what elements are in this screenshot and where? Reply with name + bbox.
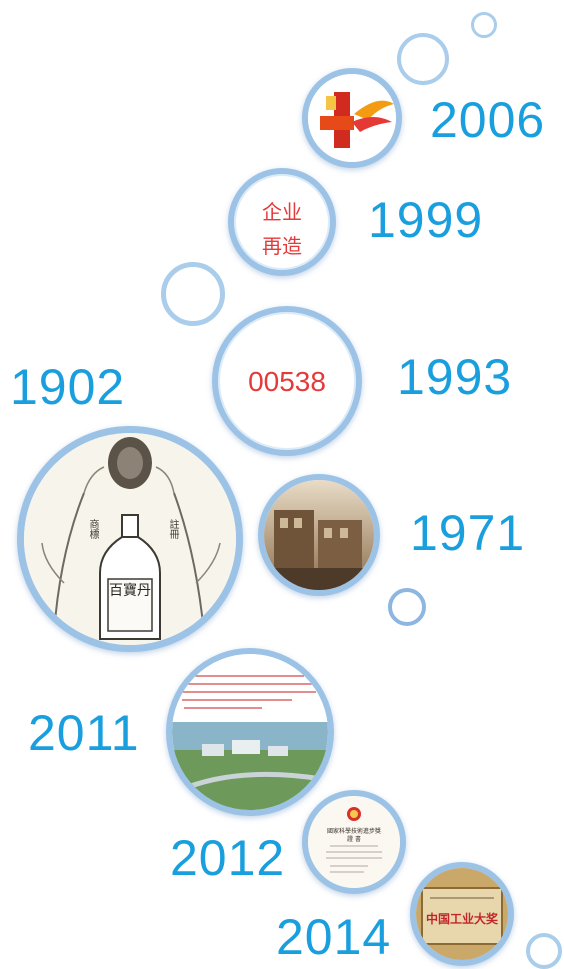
award-text: 中国工业大奖	[425, 912, 498, 926]
year-1999: 1999	[368, 192, 484, 248]
document-and-campus-image	[172, 654, 328, 810]
stock-code: 00538	[248, 366, 326, 397]
year-2006: 2006	[430, 92, 546, 148]
year-1993: 1993	[397, 349, 513, 405]
year-2014: 2014	[276, 909, 392, 965]
year-1971: 1971	[410, 505, 526, 561]
bubble-1999-enterprise: 企业 再造	[228, 168, 336, 276]
bubble-2012-certificate: 國家科學技術進步獎 證 書	[302, 790, 406, 894]
deco-ring-small-bottom	[526, 933, 562, 969]
deco-ring-small-right	[388, 588, 426, 626]
enterprise-line1: 企业	[262, 200, 302, 224]
emblem-icon	[308, 796, 400, 888]
logo-icon	[308, 74, 396, 162]
bubble-2006-logo	[302, 68, 402, 168]
bubble-2014-award: 中国工业大奖	[410, 862, 514, 966]
bubble-1993-stock: 00538	[212, 306, 362, 456]
bubble-1971-photo	[258, 474, 380, 596]
bottle-label: 百寶丹	[109, 583, 151, 599]
deco-ring-medium-left	[161, 262, 225, 326]
enterprise-line2: 再造	[262, 234, 302, 258]
bubble-2011-campus	[166, 648, 334, 816]
year-1902: 1902	[10, 359, 126, 415]
deco-ring-tiny-top	[471, 12, 497, 38]
year-2011: 2011	[28, 705, 140, 761]
award-plaque-image	[416, 868, 508, 960]
bottle-right-text: 註冊	[167, 519, 178, 539]
vintage-bottle-illustration	[24, 433, 236, 645]
certificate-sub: 證 書	[347, 836, 361, 843]
year-2012: 2012	[170, 830, 286, 886]
deco-ring-small-top	[397, 33, 449, 85]
certificate-title: 國家科學技術進步獎	[326, 828, 381, 835]
bubble-1902-bottle: 商標 註冊 百寶丹	[17, 426, 243, 652]
bottle-left-text: 商標	[87, 519, 98, 539]
old-factory-photo	[264, 480, 374, 590]
